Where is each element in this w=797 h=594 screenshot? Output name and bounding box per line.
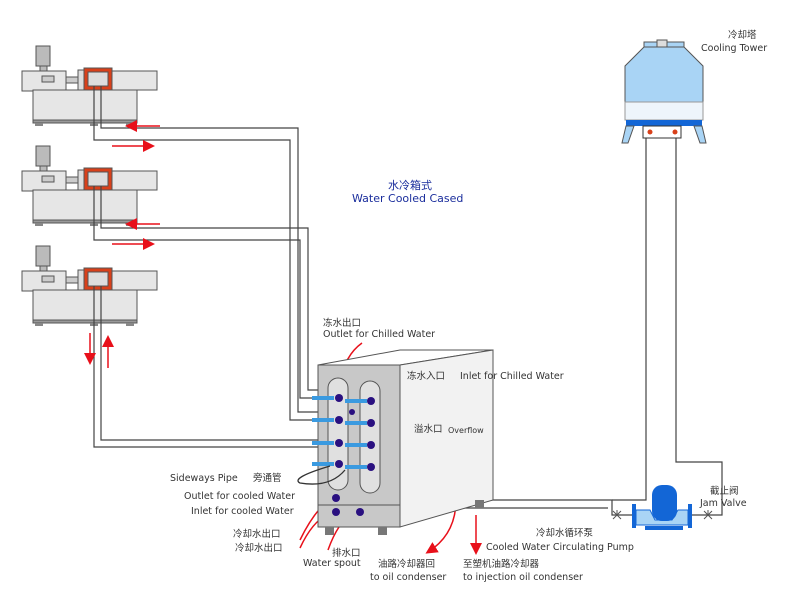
cooled-outlet-cn: 冷却水出口 <box>233 529 281 540</box>
cooled-inlet-cn: 冷却水出口 <box>235 543 283 554</box>
chilled-inlet-cn: 冻水入口 <box>407 371 446 382</box>
cooling-tower <box>621 39 707 144</box>
chilled-outlet-en: Outlet for Chilled Water <box>323 329 436 340</box>
chilled-outlet-cn: 冻水出口 <box>323 318 362 329</box>
chilled-inlet-en: Inlet for Chilled Water <box>460 371 564 382</box>
water-spout-cn: 排水口 <box>332 548 361 559</box>
pump-cn: 冷却水循环泵 <box>536 528 594 539</box>
injection-machine-3 <box>21 245 158 327</box>
injection-oil-condenser-cn: 至塑机油路冷却器 <box>463 559 540 570</box>
oil-condenser-cn: 油路冷却器回 <box>378 559 436 570</box>
sideways-pipe-en: Sideways Pipe <box>170 473 238 484</box>
overflow-cn: 溢水口 <box>414 424 443 435</box>
cooling-tower-cn: 冷却塔 <box>728 30 757 41</box>
injection-oil-condenser-en: to injection oil condenser <box>463 572 583 583</box>
cooling-tower-en: Cooling Tower <box>701 43 768 54</box>
pump-en: Cooled Water Circulating Pump <box>486 542 634 553</box>
water-cooled-cabinet <box>297 349 494 535</box>
injection-machine-1 <box>21 45 158 127</box>
cooled-inlet-en: Inlet for cooled Water <box>191 506 294 517</box>
oil-condenser-en: to oil condenser <box>370 572 447 583</box>
title-cn: 水冷箱式 <box>388 179 432 192</box>
injection-machine-2 <box>21 145 158 227</box>
cooled-outlet-en: Outlet for cooled Water <box>184 491 295 502</box>
circulating-pump <box>632 485 692 530</box>
overflow-en: Overflow <box>448 426 484 435</box>
water-spout-en: Water spout <box>303 558 361 569</box>
title-en: Water Cooled Cased <box>352 192 464 205</box>
pipes <box>93 86 723 516</box>
jam-valve-cn: 截止阀 <box>710 486 739 497</box>
jam-valve-en: Jam Valve <box>700 498 747 509</box>
sideways-pipe-cn: 旁通管 <box>253 473 282 484</box>
valve-icons <box>612 510 713 520</box>
